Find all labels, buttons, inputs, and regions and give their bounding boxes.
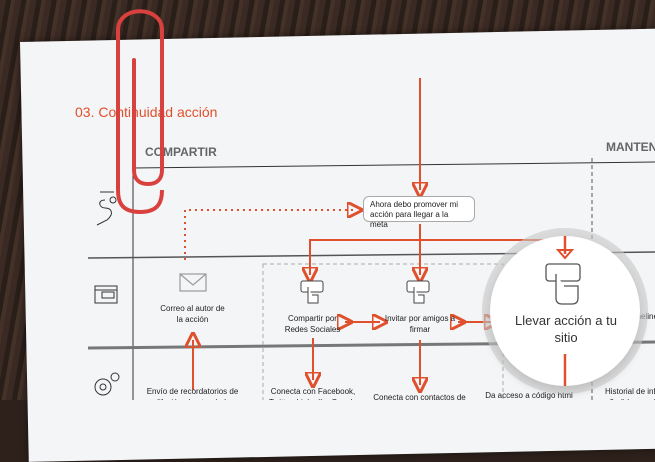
paperclip	[116, 9, 164, 214]
dotted-arrow	[184, 210, 355, 260]
step-compartir: Compartir por Redes Sociales	[284, 314, 341, 334]
step-timeline: Timeline	[628, 312, 655, 321]
detail-historial: Historial de info añadida por el	[605, 387, 655, 400]
step-llevar-accion: Llevar acción a tu sitio	[515, 313, 617, 345]
user-head-icon	[96, 191, 117, 226]
column-header-mantener: MANTENER	[606, 140, 655, 154]
frame-top	[132, 161, 655, 169]
hand-pointer-icon	[545, 236, 581, 386]
gears-icon	[94, 372, 120, 396]
detail-contactos: Conecta con contactos de	[373, 393, 466, 402]
prompt-box: Ahora debo promover mi acción para llega…	[363, 196, 475, 229]
detail-redes: Conecta con Facebook, Twitter, LinkedIn,…	[269, 387, 357, 400]
browser-window-icon	[94, 285, 118, 304]
arrow-to-compartir	[310, 239, 560, 275]
diagram-lines	[87, 78, 655, 400]
detail-html: Da acceso a código html	[485, 391, 573, 400]
envelope-icon	[179, 273, 207, 292]
section-title: 03. Continuidad acción	[75, 104, 218, 120]
hand-pointer-icon	[300, 280, 430, 304]
step-invitar: Invitar por amigos a firmar	[384, 314, 456, 334]
detail-recordatorios: Envío de recordatorios de difusión al au…	[146, 387, 239, 400]
step-correo: Correo al autor de la acción	[160, 304, 225, 324]
